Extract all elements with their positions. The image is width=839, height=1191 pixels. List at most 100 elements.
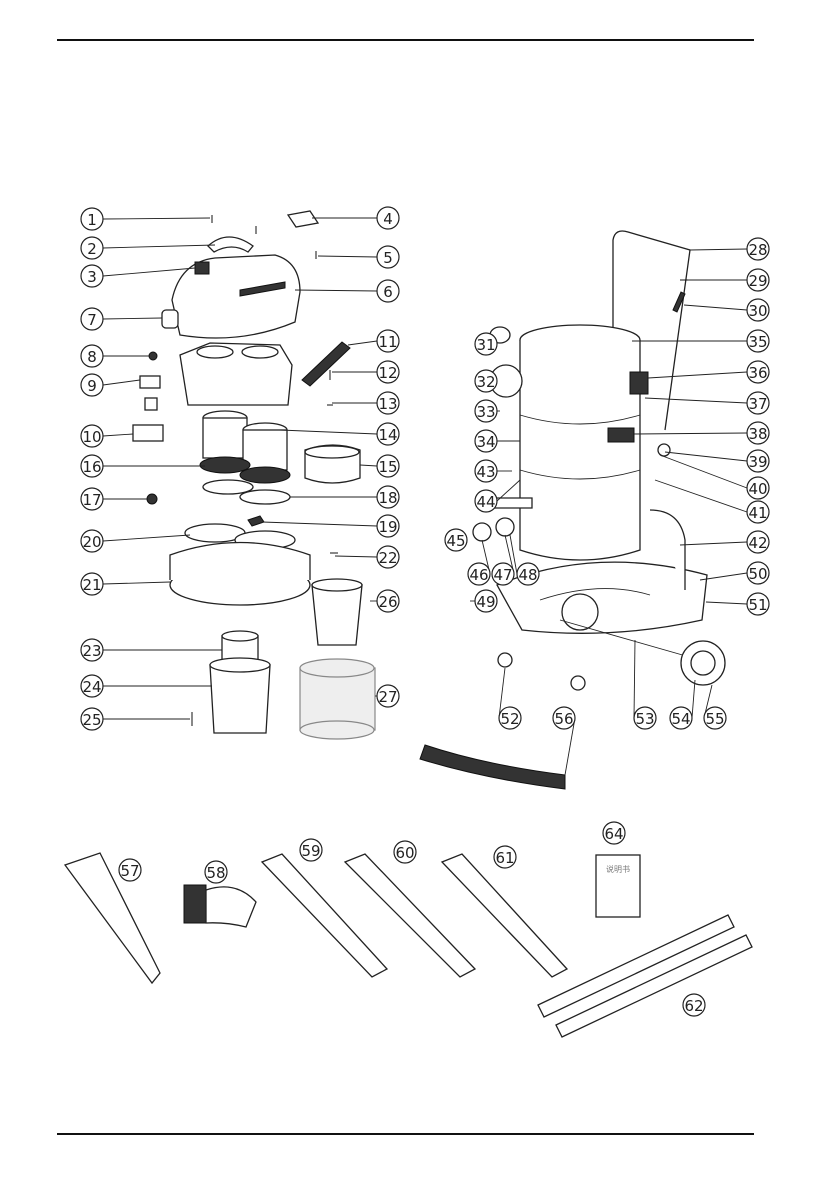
callout-11: 11 [376,329,400,353]
leader-line-37 [644,397,748,404]
callout-24: 24 [80,674,104,698]
callout-46: 46 [467,562,491,586]
callout-number: 35 [748,333,767,351]
callout-number: 50 [748,565,767,583]
leader-line-41 [654,479,748,513]
callout-number: 5 [383,249,393,267]
callout-circle [376,329,400,353]
leader-line-50 [699,572,748,581]
leader-line-2 [102,244,216,249]
callout-13: 13 [376,391,400,415]
callout-circle [493,845,517,869]
callout-number: 37 [748,395,767,413]
callout-number: 30 [748,302,767,320]
callout-number: 20 [82,533,101,551]
callout-4: 4 [376,206,400,230]
leader-line-20 [102,534,191,542]
callout-circle [474,369,498,393]
callout-number: 25 [82,711,101,729]
leader-line-11 [347,340,378,346]
callout-number: 17 [82,491,101,509]
callout-42: 42 [746,530,770,554]
callout-number: 41 [748,504,767,522]
callout-circle [682,993,706,1017]
callout-39: 39 [746,449,770,473]
callout-number: 45 [446,532,465,550]
floor-tool-59 [260,853,389,978]
callout-number: 13 [378,395,397,413]
callout-57: 57 [118,858,142,882]
leader-line-54 [691,679,696,719]
callout-49: 49 [474,589,498,613]
callout-circle [376,684,400,708]
label-sticker [286,210,320,228]
callout-circle [393,840,417,864]
manual-cover-text: 说明书 [606,864,630,874]
callout-30: 30 [746,298,770,322]
callout-19: 19 [376,514,400,538]
callout-number: 59 [301,842,320,860]
callout-circle [746,476,770,500]
callout-44: 44 [474,489,498,513]
callout-number: 51 [748,596,767,614]
callout-number: 62 [684,997,703,1015]
callout-circle [746,421,770,445]
callout-number: 21 [82,576,101,594]
brush [183,884,207,924]
extension-tube-1 [537,914,735,1018]
callout-16: 16 [80,454,104,478]
callout-47: 47 [491,562,515,586]
callout-circle [80,373,104,397]
callout-circle [376,454,400,478]
callout-number: 52 [500,710,519,728]
handle [207,236,254,253]
callout-circle [376,206,400,230]
callout-number: 26 [378,593,397,611]
callout-28: 28 [746,237,770,261]
callout-circle [376,545,400,569]
callout-circle [204,860,228,884]
callout-circle [746,449,770,473]
leader-line-9 [102,379,141,386]
callout-number: 9 [87,377,97,395]
motor-head-assembly [161,210,320,339]
leader-line-3 [102,267,196,277]
leader-line-39 [664,451,748,462]
callout-number: 46 [469,566,488,584]
callout-circle [80,424,104,448]
callout-32: 32 [474,369,498,393]
callout-number: 56 [554,710,573,728]
callout-35: 35 [746,329,770,353]
callout-45: 45 [444,528,468,552]
leader-line-15 [359,464,378,467]
callout-number: 15 [378,458,397,476]
callout-circle [80,638,104,662]
callout-circle [118,858,142,882]
callout-number: 2 [87,240,97,258]
callout-51: 51 [746,592,770,616]
callout-number: 53 [635,710,654,728]
callout-27: 27 [376,684,400,708]
callout-10: 10 [80,424,104,448]
callout-59: 59 [299,838,323,862]
callout-6: 6 [376,279,400,303]
callout-number: 64 [604,825,623,843]
callout-15: 15 [376,454,400,478]
crevice-tool [63,852,161,985]
leader-line-1 [102,217,211,220]
callout-circle [746,360,770,384]
leader-line-40 [659,454,748,489]
callout-2: 2 [80,236,104,260]
callout-50: 50 [746,561,770,585]
callout-number: 29 [748,272,767,290]
callout-number: 23 [82,642,101,660]
callout-number: 18 [378,489,397,507]
leader-line-10 [102,433,134,437]
callout-circle [498,706,522,730]
callout-number: 8 [87,348,97,366]
callout-circle [376,422,400,446]
drum-and-trolley [419,230,726,790]
callout-circle [376,245,400,269]
leader-line-52 [498,667,506,719]
